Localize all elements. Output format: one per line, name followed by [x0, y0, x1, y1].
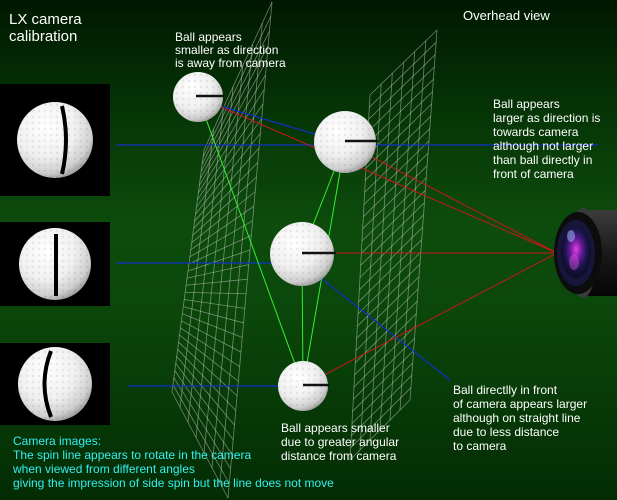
sight-line-right-ball [344, 142, 558, 254]
golf-ball-top [173, 72, 224, 122]
annotation-top-ball: Ball appears smaller as direction is awa… [175, 30, 286, 70]
camera-sight-lines [197, 96, 558, 387]
camera-image-bottom [0, 343, 110, 425]
golf-ball-icon [19, 228, 91, 300]
golf-ball-bottom [278, 361, 329, 411]
overhead-view-label: Overhead view [463, 8, 550, 23]
title-line: LX camera [9, 11, 82, 28]
golf-ball-right [314, 111, 378, 173]
grid-panel-left [171, 1, 273, 499]
sight-line-top-ball [197, 96, 558, 254]
projection-line-diagonal-lower [301, 262, 451, 381]
diagram-title: LX camera calibration [9, 11, 82, 45]
golf-ball-icon [18, 347, 92, 421]
camera-images-caption: Camera images: The spin line appears to … [13, 434, 334, 490]
camera-image-middle [0, 222, 110, 306]
annotation-front-ball: Ball directlly in front of camera appear… [453, 383, 588, 453]
camera-image-top [0, 84, 110, 196]
title-line: calibration [9, 28, 78, 45]
annotation-right-ball: Ball appears larger as direction is towa… [493, 97, 601, 181]
camera-lens-icon [554, 208, 617, 298]
annotation-bottom-ball: Ball appears smaller due to greater angu… [281, 421, 400, 463]
sight-line-bottom-ball [302, 252, 558, 387]
golf-ball-icon [17, 102, 93, 178]
golf-ball-center [270, 222, 336, 286]
path-line-top-to-bottom [197, 96, 304, 387]
grid-panel-right [349, 29, 438, 461]
